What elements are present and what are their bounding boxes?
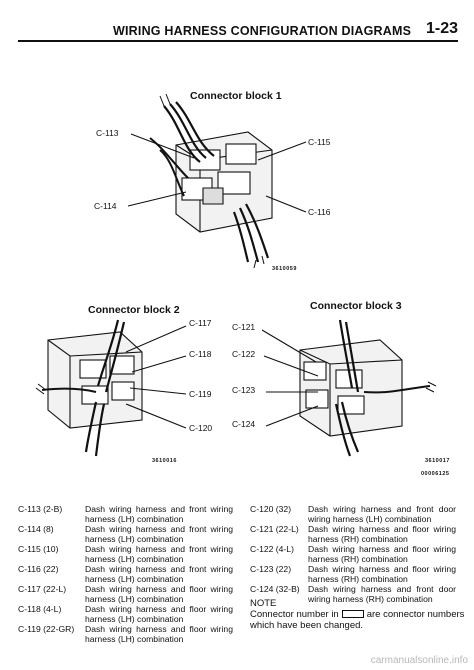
note-line-1: Connector number in are connector numbers [250,609,464,620]
block2-label-c117: C-117 [189,318,212,328]
block2-label-c119: C-119 [189,389,212,399]
connector-code: C-124 (32-B) [250,584,300,594]
note-line-2: which have been changed. [250,620,364,631]
connector-block-1-title: Connector block 1 [190,90,282,102]
connector-code: C-118 (4-L) [18,604,62,614]
connector-description: Dash wiring harness and floor wiring har… [308,544,456,564]
block2-label-c120: C-120 [189,423,213,433]
changed-connector-box-icon [341,610,364,619]
connector-description: Dash wiring harness and floor wiring har… [85,584,233,604]
block1-label-c114: C-114 [94,201,117,211]
connector-block-3-drawing [261,319,437,457]
connector-description: Dash wiring harness and front wiring har… [85,524,233,544]
connector-description: Dash wiring harness and front wiring har… [85,564,233,584]
connector-code: C-113 (2-B) [18,504,63,514]
block1-label-c115: C-115 [308,137,331,147]
connector-code: C-119 (22-GR) [18,624,75,634]
figure-reference-code: 00006125 [421,471,450,477]
left-connector-list: C-113 (2-B) Dash wiring harness and fron… [18,504,233,644]
connector-description: Dash wiring harness and front wiring har… [85,544,233,564]
connector-description: Dash wiring harness and floor wiring har… [308,564,456,584]
connector-blocks-illustration [35,93,437,457]
connector-block-3-title: Connector block 3 [310,300,402,312]
block1-label-c113: C-113 [96,128,119,138]
connector-code: C-120 (32) [250,504,292,514]
note-text-a: Connector number in [250,609,339,620]
connector-block-2-title: Connector block 2 [88,304,180,316]
connector-code: C-117 (22-L) [18,584,67,594]
note-section: NOTE Connector number in are connector nu… [250,598,464,631]
block2-label-c118: C-118 [189,349,212,359]
watermark: carmanualsonline.info [370,655,468,666]
page-number: 1-23 [425,20,458,37]
connector-description: Dash wiring harness and front door wirin… [308,584,456,604]
connector-code: C-115 (10) [18,544,59,554]
block3-label-c124: C-124 [232,419,256,429]
block1-code: 3610059 [272,266,297,272]
page-title: WIRING HARNESS CONFIGURATION DIAGRAMS [113,24,412,38]
block3-label-c123: C-123 [232,385,256,395]
connector-code: C-121 (22-L) [250,524,299,534]
connector-code: C-122 (4-L) [250,544,294,554]
connector-code: C-114 (8) [18,524,54,534]
connector-code: C-116 (22) [18,564,59,574]
connector-description: Dash wiring harness and front wiring har… [85,504,233,524]
connector-block-1-drawing [127,93,307,269]
page-header: WIRING HARNESS CONFIGURATION DIAGRAMS 1-… [18,20,458,42]
block1-label-c116: C-116 [308,207,331,217]
connector-code: C-123 (22) [250,564,292,574]
connector-description: Dash wiring harness and front door wirin… [308,504,456,524]
block3-label-c122: C-122 [232,349,256,359]
connector-description: Dash wiring harness and floor wiring har… [85,624,233,644]
connector-description: Dash wiring harness and floor wiring har… [308,524,456,544]
note-heading: NOTE [250,598,277,609]
connector-description: Dash wiring harness and floor wiring har… [85,604,233,624]
note-text-b: are connector numbers [366,609,465,620]
right-connector-list: C-120 (32) Dash wiring harness and front… [250,504,456,604]
block3-code: 3610017 [425,458,450,464]
block3-label-c121: C-121 [232,322,256,332]
connector-block-2-drawing [35,319,187,457]
block2-code: 3610016 [152,458,177,464]
